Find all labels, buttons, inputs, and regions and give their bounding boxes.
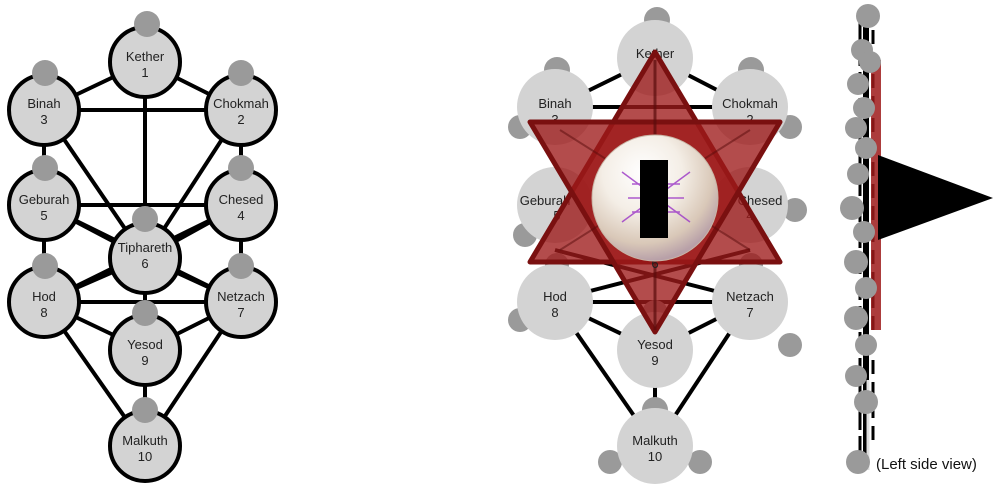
sephirah-name: Geburah	[19, 192, 70, 207]
sephirah-name: Binah	[27, 96, 60, 111]
sephirah-number: 5	[40, 208, 47, 223]
sephirah-name: Netzach	[217, 289, 265, 304]
pillar-edge	[878, 155, 993, 240]
sephirah-name: Malkuth	[122, 433, 168, 448]
side-view-nodes	[840, 4, 881, 474]
node-knob	[132, 206, 158, 232]
sephirah-number: 2	[237, 112, 244, 127]
sephirah-number: 8	[551, 305, 558, 320]
sephirah-number: 8	[40, 305, 47, 320]
sephirah-yesod: Yesod 9	[108, 300, 182, 387]
sephirah-name: Hod	[32, 289, 56, 304]
central-pillar	[640, 160, 668, 238]
sephirah-number: 9	[141, 353, 148, 368]
sephirah-name: Netzach	[726, 289, 774, 304]
node-knob	[32, 253, 58, 279]
node-knob	[134, 11, 160, 37]
side-view-caption: (Left side view)	[876, 456, 977, 473]
left-tree: Kether 1 Chokmah 2 Binah 3 Chesed 4	[7, 11, 278, 483]
sephirah-geburah: Geburah 5	[7, 155, 81, 242]
sephirah-chokmah: Chokmah 2	[204, 60, 278, 147]
sephirah-number: 7	[746, 305, 753, 320]
sephirah-tiphareth: Tiphareth 6	[108, 206, 182, 295]
sephirah-name: Tiphareth	[118, 240, 172, 255]
sephirah-name: Chokmah	[722, 96, 778, 111]
node-knob	[228, 60, 254, 86]
sephirah-name: Chesed	[219, 192, 264, 207]
sephirah-number: 6	[141, 256, 148, 271]
sephirah-number: 1	[141, 65, 148, 80]
right-tree: Kether Binah 3 Chokmah 2 Geburah 5 Chese…	[508, 7, 807, 484]
sephirah-name: Geburah	[520, 193, 571, 208]
node-knob	[228, 155, 254, 181]
sephirah-malkuth: Malkuth 10	[108, 397, 182, 483]
sephirah-number: 6	[651, 256, 658, 271]
node-knob	[32, 155, 58, 181]
sephirah-name: Yesod	[637, 337, 673, 352]
sephirah-name: Hod	[543, 289, 567, 304]
node-knob	[228, 253, 254, 279]
sephirah-number: 9	[651, 353, 658, 368]
sephirah-name: Yesod	[127, 337, 163, 352]
sephirah-name: Binah	[538, 96, 571, 111]
sephirah-number: 4	[237, 208, 244, 223]
sephirah-name: Malkuth	[632, 433, 678, 448]
sephirah-name: Chokmah	[213, 96, 269, 111]
node-knob	[32, 60, 58, 86]
sephirah-netzach: Netzach 7	[204, 253, 278, 339]
sephirah-binah: Binah 3	[7, 60, 81, 147]
side-view: (Left side view)	[840, 4, 993, 474]
sephirah-chesed: Chesed 4	[204, 155, 278, 242]
node-knob	[132, 397, 158, 423]
sephirah-number: 10	[138, 449, 152, 464]
sephirah-number: 7	[237, 305, 244, 320]
sephirah-hod: Hod 8	[7, 253, 81, 339]
sephirah-name: Chesed	[738, 193, 783, 208]
sephirah-kether: Kether 1	[108, 11, 182, 99]
central-sphere	[591, 134, 719, 262]
sephirah-number: 3	[40, 112, 47, 127]
sephirah-name: Kether	[126, 49, 165, 64]
star-edge	[871, 60, 881, 330]
node-knob	[132, 300, 158, 326]
sephirah-number: 10	[648, 449, 662, 464]
